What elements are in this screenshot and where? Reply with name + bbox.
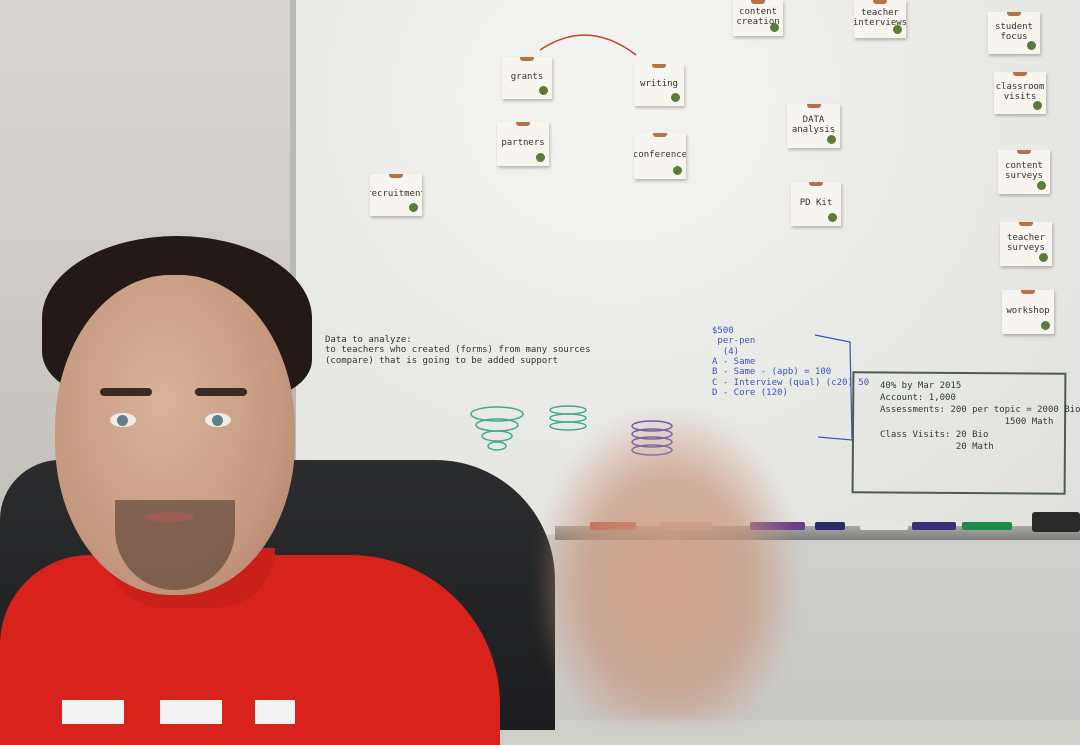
bracket-line	[814, 334, 853, 441]
data-analysis-notes: Data to analyze: to teachers who created…	[325, 335, 591, 366]
sticky-note: student focus	[988, 12, 1040, 54]
connector-arrow	[539, 34, 637, 56]
marker	[815, 522, 845, 530]
shirt-print	[160, 700, 222, 724]
sticky-note: writing	[634, 64, 684, 106]
waving-hand	[540, 415, 795, 720]
marker	[912, 522, 956, 530]
sticky-note: conference	[634, 133, 686, 179]
sticky-note: grants	[502, 57, 552, 99]
sticky-note: teacher surveys	[1000, 222, 1052, 266]
sticky-note: recruitment	[370, 174, 422, 216]
right-eyebrow	[195, 388, 247, 396]
left-eye	[110, 413, 136, 427]
left-eyebrow	[100, 388, 152, 396]
tornado-doodle	[470, 406, 524, 451]
sticky-note: content creation	[733, 0, 783, 36]
budget-notes: $500 per-pen (4) A - Same B - Same - (ap…	[712, 326, 870, 399]
sticky-note: PD Kit	[791, 182, 841, 226]
sticky-note: teacher interviews	[854, 0, 906, 38]
sticky-note: classroom visits	[994, 72, 1046, 114]
sticky-note: DATA analysis	[787, 104, 840, 148]
shirt-print	[255, 700, 295, 724]
mouth	[145, 512, 195, 522]
marker	[962, 522, 1012, 530]
person	[0, 236, 795, 745]
goals-text: 40% by Mar 2015 Account: 1,000 Assessmen…	[880, 381, 1080, 452]
right-eye	[205, 413, 231, 427]
board-eraser	[1032, 512, 1080, 532]
sticky-note: content surveys	[998, 150, 1050, 194]
sticky-note: workshop	[1002, 290, 1054, 334]
sticky-note: partners	[497, 122, 549, 166]
shirt-print	[62, 700, 124, 724]
marker	[860, 522, 908, 530]
